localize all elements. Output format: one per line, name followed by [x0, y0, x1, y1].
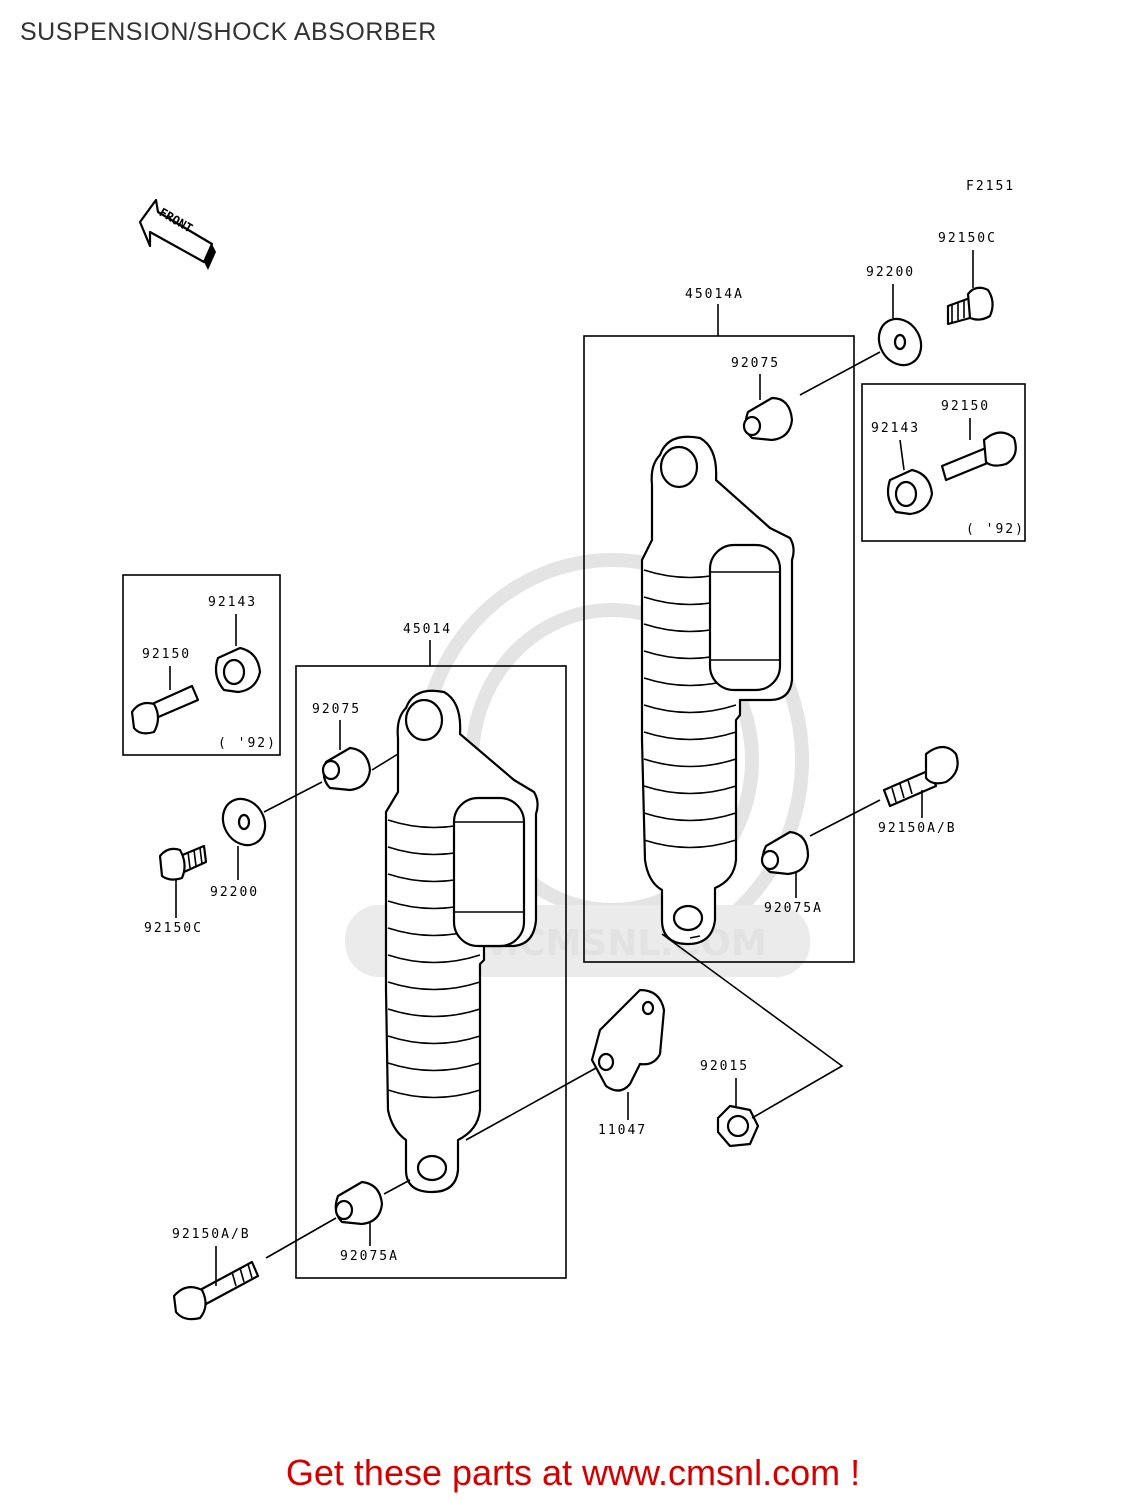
- bracket-11047: [590, 988, 666, 1092]
- label-92075-right: 92075: [731, 356, 780, 371]
- shock-assembly-box-left: [295, 665, 567, 1279]
- note-92-right: ( '92): [966, 522, 1025, 537]
- nut-92015: [716, 1104, 760, 1148]
- bolt-92150AB-right: [882, 745, 959, 808]
- bolt-92150C-left: [158, 844, 208, 881]
- label-92200-left: 92200: [210, 885, 259, 900]
- label-45014A: 45014A: [685, 287, 744, 302]
- shock-absorber-left: [384, 689, 539, 1194]
- front-arrow-icon: FRONT: [138, 198, 216, 270]
- inset-box-92-right: [861, 383, 1026, 542]
- label-92150AB-left: 92150A/B: [172, 1227, 251, 1242]
- label-92200-right: 92200: [866, 265, 915, 280]
- label-92150C-right: 92150C: [938, 231, 997, 246]
- label-92075-left: 92075: [312, 702, 361, 717]
- label-92150-left: 92150: [142, 647, 191, 662]
- label-92150-right: 92150: [941, 399, 990, 414]
- label-92150C-left: 92150C: [144, 921, 203, 936]
- bolt-92150C-right: [946, 286, 994, 326]
- label-92150AB-right: 92150A/B: [878, 821, 957, 836]
- collar-92143-inset-right: [886, 468, 934, 516]
- inset-box-92-left: [122, 574, 281, 756]
- washer-92200-right: [877, 317, 923, 367]
- bolt-92150-inset-right: [940, 431, 1017, 482]
- bushing-92075A-right: [760, 830, 810, 876]
- bolt-92150-inset-left: [130, 684, 200, 735]
- shock-absorber-right: [640, 435, 795, 946]
- bushing-92075-right: [742, 396, 794, 442]
- page-title: SUSPENSION/SHOCK ABSORBER: [20, 18, 437, 46]
- bushing-92075A-left: [334, 1180, 384, 1226]
- label-92015: 92015: [700, 1059, 749, 1074]
- shock-assembly-box-right: [583, 335, 855, 963]
- guide-line-nut: [661, 933, 844, 1119]
- label-92075A-left: 92075A: [340, 1249, 399, 1264]
- footer-link[interactable]: Get these parts at www.cmsnl.com !: [285, 1452, 861, 1493]
- label-92143-right: 92143: [871, 421, 920, 436]
- bushing-92075-left: [321, 746, 372, 792]
- collar-92143-inset-left: [214, 646, 262, 694]
- label-92143-left: 92143: [208, 595, 257, 610]
- label-92075A-right: 92075A: [764, 901, 823, 916]
- washer-92200-left: [221, 797, 267, 847]
- bolt-92150AB-left: [172, 1260, 260, 1321]
- figure-code: F2151: [966, 179, 1015, 194]
- label-11047: 11047: [598, 1123, 647, 1138]
- note-92-left: ( '92): [218, 736, 277, 751]
- label-45014: 45014: [403, 622, 452, 637]
